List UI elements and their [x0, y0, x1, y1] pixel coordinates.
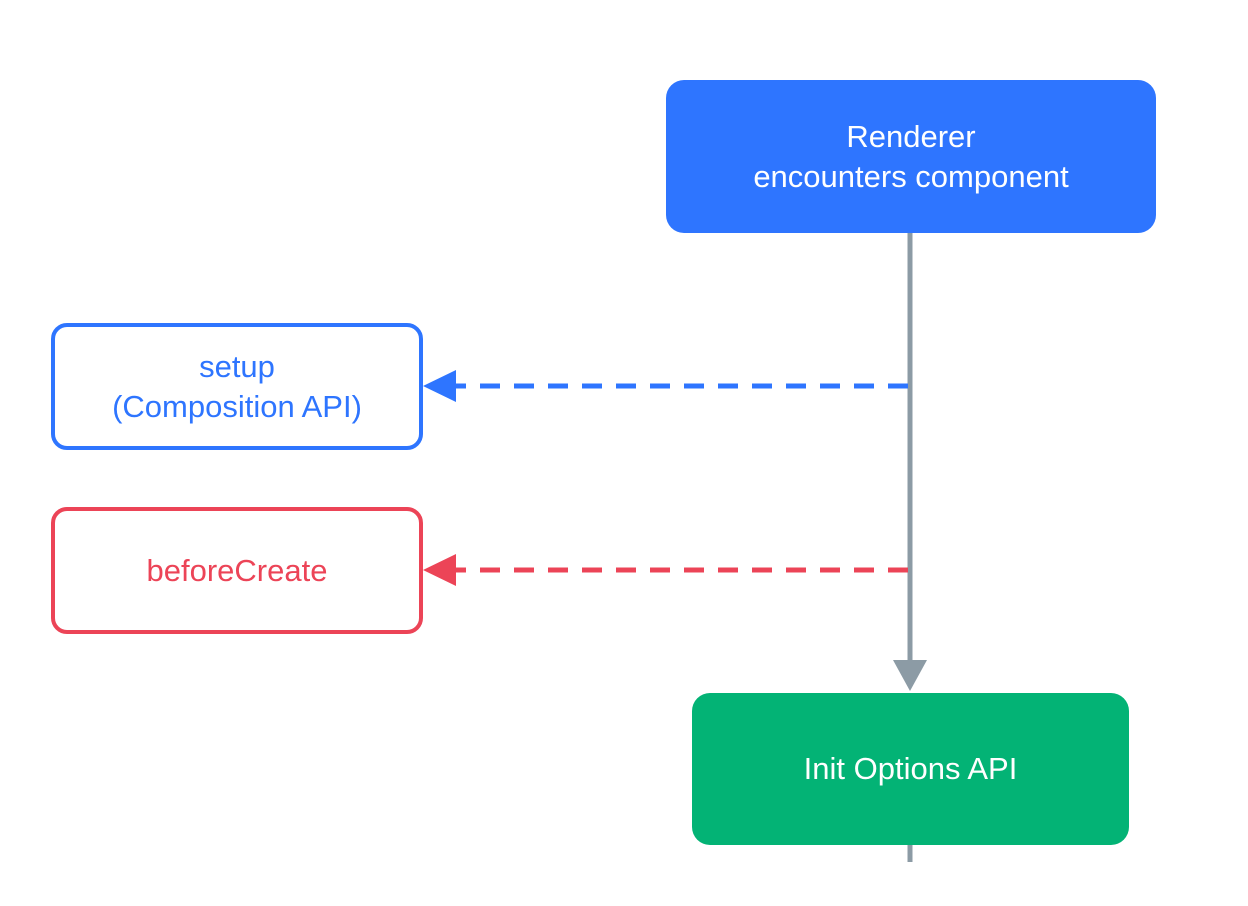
init-options-node-label: Init Options API [803, 751, 1018, 786]
setup-node: setup (Composition API) [51, 323, 423, 450]
setup-node-line2: (Composition API) [112, 388, 362, 424]
before-create-node-label: beforeCreate [146, 552, 328, 588]
renderer-node-line2: encounters component [753, 158, 1069, 194]
before-create-node: beforeCreate [51, 507, 423, 634]
init-options-node: Init Options API [692, 693, 1129, 845]
setup-arrowhead [423, 370, 456, 402]
setup-node-line1: setup [199, 348, 275, 384]
renderer-node-line1: Renderer [846, 118, 976, 154]
main-flow-arrowhead [893, 660, 927, 691]
before-create-arrowhead [423, 554, 456, 586]
renderer-node: Renderer encounters component [666, 80, 1156, 233]
